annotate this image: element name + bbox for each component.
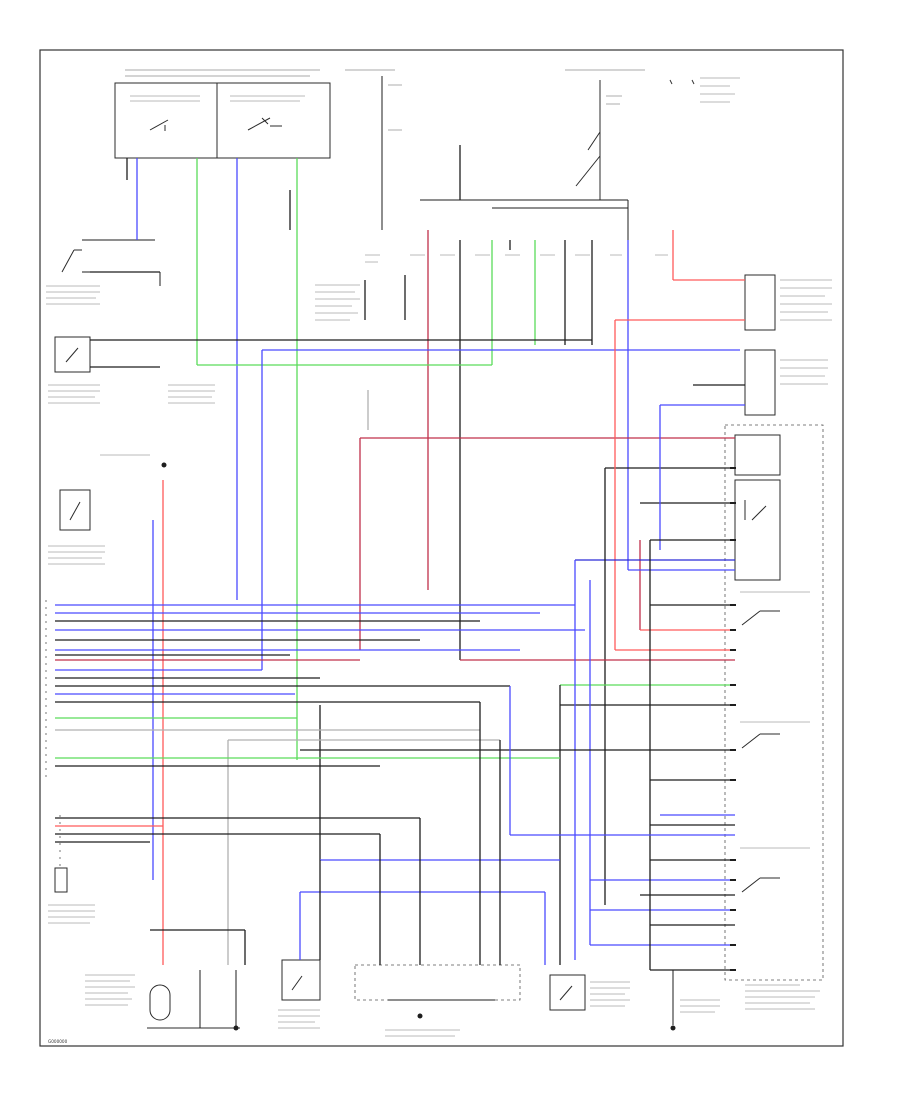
ac-control-switch	[354, 964, 521, 1037]
fuse-wire-labels	[315, 254, 668, 321]
diagram-code: G000000	[48, 1039, 68, 1044]
wires-upper-horizontal	[90, 271, 745, 670]
ecm-connector-pins	[45, 600, 95, 924]
ignition-switch	[565, 69, 645, 200]
blower-switch	[278, 959, 321, 1029]
ground-bottom-right	[670, 970, 720, 1031]
wires-ecm-harness	[55, 604, 640, 767]
pressure-switch-box	[114, 69, 331, 159]
dimmer-module	[744, 349, 828, 416]
fuse-junction-top	[345, 69, 402, 230]
fuse-bus-bar	[420, 199, 629, 240]
diagram-frame	[39, 49, 844, 1047]
ac-compressor-switch	[48, 489, 105, 565]
wires-vertical	[126, 145, 674, 965]
thermistor-sensor	[85, 970, 240, 1031]
condenser-fan-module	[744, 274, 832, 331]
wires-lower-harness	[55, 686, 660, 965]
cooling-fan-switch	[549, 974, 630, 1011]
legend-top-right	[669, 77, 740, 103]
relay-box-right	[724, 424, 824, 1010]
connector-ticks	[730, 467, 736, 971]
brake-switch	[48, 336, 215, 468]
wires-right-network	[460, 320, 735, 971]
